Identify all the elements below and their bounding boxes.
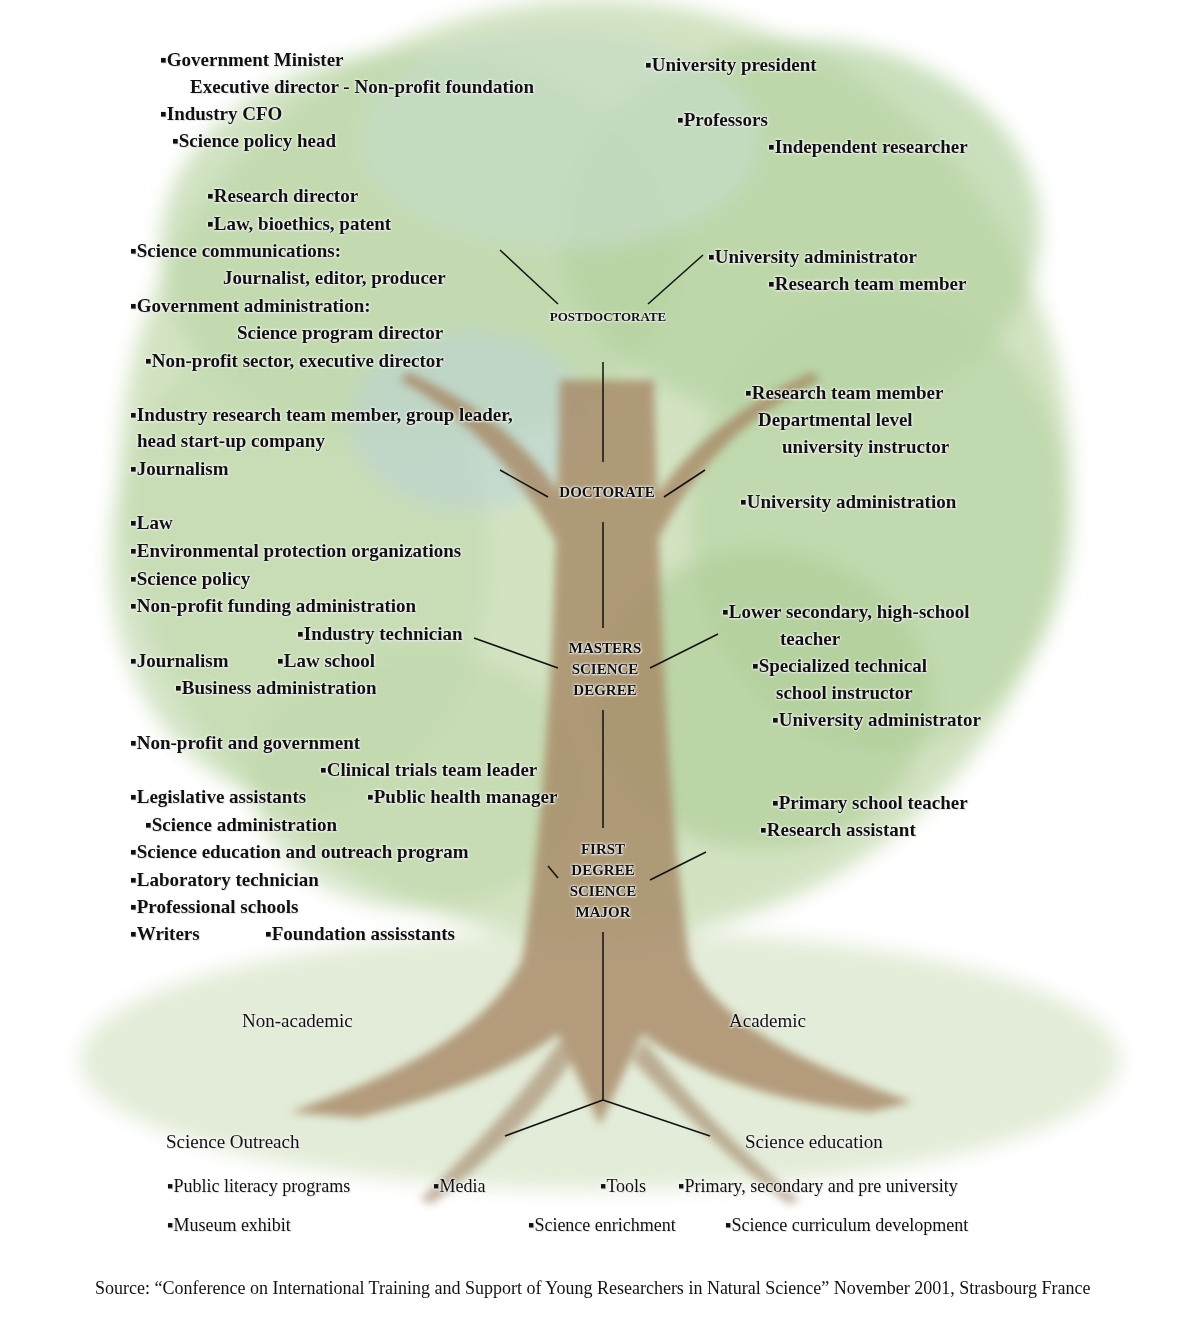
career-label: ▪Industry technician: [297, 623, 463, 646]
career-label: teacher: [780, 628, 840, 651]
branch-heading: Non-academic: [242, 1010, 353, 1033]
leader-lines: [474, 250, 718, 1136]
career-label: ▪Law, bioethics, patent: [207, 213, 391, 236]
career-label: ▪Public health manager: [367, 786, 557, 809]
career-label: ▪Laboratory technician: [130, 869, 319, 892]
trunk-line: [602, 710, 604, 828]
career-label: ▪Industry research team member, group le…: [130, 404, 513, 427]
career-label: ▪University administrator: [708, 246, 917, 269]
career-label: ▪Professional schools: [130, 896, 298, 919]
stage-label: FIRST DEGREE SCIENCE MAJOR: [570, 839, 637, 923]
leader-line: [650, 634, 718, 668]
career-label: ▪Research director: [207, 185, 358, 208]
stage-label: MASTERS SCIENCE DEGREE: [569, 638, 642, 701]
branch-heading: Science Outreach: [166, 1131, 299, 1154]
career-label: ▪Specialized technical: [752, 655, 927, 678]
stage-label: POSTDOCTORATE: [550, 309, 667, 325]
source-caption: Source: “Conference on International Tra…: [95, 1276, 1100, 1300]
career-label: ▪Non-profit and government: [130, 732, 360, 755]
branch: [400, 372, 574, 560]
career-label: ▪Clinical trials team leader: [320, 759, 537, 782]
career-label: ▪University administration: [740, 491, 956, 514]
leader-line: [650, 852, 706, 880]
tree-canopy: [80, 0, 1120, 1190]
career-label: university instructor: [782, 436, 949, 459]
career-label: Journalist, editor, producer: [223, 267, 446, 290]
branch-heading: Academic: [729, 1010, 806, 1033]
career-label: ▪Non-profit funding administration: [130, 595, 416, 618]
career-label: ▪Non-profit sector, executive director: [145, 350, 444, 373]
trunk-line: [602, 522, 604, 628]
career-label: ▪Professors: [677, 109, 768, 132]
career-label: ▪Journalism: [130, 458, 229, 481]
leader-line: [474, 638, 558, 668]
career-label: ▪Primary school teacher: [772, 792, 968, 815]
career-label: ▪Research team member: [768, 273, 966, 296]
career-label: ▪Writers: [130, 923, 200, 946]
stage-label: DOCTORATE: [559, 483, 654, 501]
career-label: ▪Research assistant: [760, 819, 916, 842]
career-label: ▪Foundation assisstants: [265, 923, 455, 946]
career-label: ▪Government Minister: [160, 49, 344, 72]
career-label: ▪Science education and outreach program: [130, 841, 469, 864]
outreach-item: ▪Tools: [600, 1176, 646, 1198]
leader-line: [500, 470, 548, 497]
career-label: ▪Law: [130, 512, 173, 535]
career-label: ▪University president: [645, 54, 817, 77]
outreach-item: ▪Primary, secondary and pre university: [678, 1176, 958, 1198]
career-label: ▪Science communications:: [130, 240, 341, 263]
career-label: head start-up company: [137, 430, 325, 453]
career-label: ▪Industry CFO: [160, 103, 282, 126]
outreach-item: ▪Media: [433, 1176, 485, 1198]
leader-line: [648, 255, 703, 304]
career-label: ▪Research team member: [745, 382, 943, 405]
career-label: ▪Science policy head: [172, 130, 336, 153]
branch-heading: Science education: [745, 1131, 883, 1154]
career-label: ▪Science policy: [130, 568, 250, 591]
trunk-line: [602, 932, 604, 1100]
career-label: ▪Environmental protection organizations: [130, 540, 461, 563]
career-label: Departmental level: [758, 409, 913, 432]
root: [420, 1040, 572, 1204]
career-label: ▪Independent researcher: [768, 136, 968, 159]
leader-line: [500, 250, 558, 304]
leader-line: [548, 866, 558, 878]
outreach-item: ▪Museum exhibit: [167, 1215, 291, 1237]
career-label: Science program director: [237, 322, 443, 345]
career-label: Executive director - Non-profit foundati…: [190, 76, 534, 99]
career-label: ▪Lower secondary, high-school: [722, 601, 970, 624]
trunk-line: [602, 362, 604, 462]
career-label: ▪Journalism: [130, 650, 229, 673]
career-label: ▪University administrator: [772, 709, 981, 732]
career-label: ▪Science administration: [145, 814, 337, 837]
outreach-item: ▪Public literacy programs: [167, 1176, 350, 1198]
career-label: ▪Business administration: [175, 677, 377, 700]
root-line: [505, 1100, 603, 1136]
career-label: ▪Law school: [277, 650, 375, 673]
career-label: ▪Legislative assistants: [130, 786, 306, 809]
career-label: school instructor: [776, 682, 913, 705]
leader-line: [664, 470, 705, 497]
root-line: [603, 1100, 710, 1136]
outreach-item: ▪Science enrichment: [528, 1215, 676, 1237]
outreach-item: ▪Science curriculum development: [725, 1215, 968, 1237]
career-label: ▪Government administration:: [130, 295, 371, 318]
